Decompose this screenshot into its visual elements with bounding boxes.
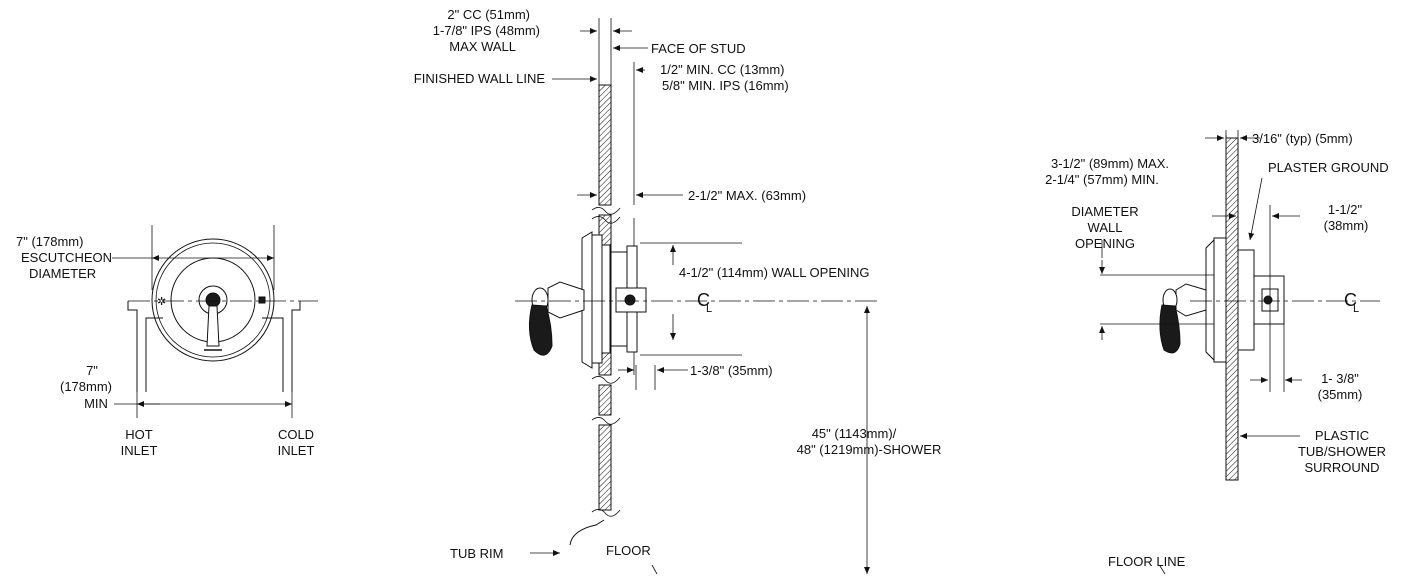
plastic-label-2: TUB/SHOWER xyxy=(1298,444,1386,459)
height-label-1: 45" (1143mm)/ xyxy=(812,426,897,441)
max-wall-label: MAX WALL xyxy=(449,39,516,54)
front-handle xyxy=(206,305,220,347)
centerline-sub-2: L xyxy=(1353,303,1359,315)
escutcheon-label-3: DIAMETER xyxy=(29,266,96,281)
face-of-stud-label: FACE OF STUD xyxy=(651,41,746,56)
hot-inlet-label-2: INLET xyxy=(121,443,158,458)
open-min-label: 2-1/4" (57mm) MIN. xyxy=(1045,172,1159,187)
centerline-symbol-2: C xyxy=(1344,290,1357,310)
cold-marker-icon xyxy=(258,296,266,304)
hot-marker-icon: ✲ xyxy=(157,296,166,308)
depth2-label-2: (35mm) xyxy=(1318,387,1363,402)
cc-max-label: 2" CC (51mm) xyxy=(447,7,530,22)
wall-opening-label: 4-1/2" (114mm) WALL OPENING xyxy=(679,265,870,280)
centerline-sub: L xyxy=(706,303,712,315)
finished-wall-label: FINISHED WALL LINE xyxy=(414,71,546,86)
escutcheon-outer xyxy=(151,238,275,362)
plastic-label-1: PLASTIC xyxy=(1315,428,1369,443)
depth2-label-1: 1- 3/8" xyxy=(1321,371,1359,386)
depth1-label-1: 1-1/2" xyxy=(1328,202,1363,217)
hot-inlet-label-1: HOT xyxy=(125,427,153,442)
escutcheon-core xyxy=(205,292,221,308)
tub-rim-label: TUB RIM xyxy=(450,546,503,561)
floor-label: FLOOR xyxy=(606,543,651,558)
min-label-1: 7" xyxy=(86,363,98,378)
ips-max-label: 1-7/8" IPS (48mm) xyxy=(433,23,540,38)
gap-label: 3/16" (typ) (5mm) xyxy=(1252,131,1353,146)
escutcheon-ring xyxy=(155,242,271,358)
floor-line-label: FLOOR LINE xyxy=(1108,554,1186,569)
small-depth-label: 1-3/8" (35mm) xyxy=(690,363,773,378)
min-cc-label: 1/2" MIN. CC (13mm) xyxy=(660,62,785,77)
side-view: 2" CC (51mm) 1-7/8" IPS (48mm) MAX WALL … xyxy=(414,7,942,575)
min-label-3: MIN xyxy=(84,396,108,411)
wall-label: WALL xyxy=(1088,220,1123,235)
escutcheon-label-1: 7" (178mm) xyxy=(16,234,83,249)
centerline-symbol: C xyxy=(697,290,710,310)
max-depth-label: 2-1/2" MAX. (63mm) xyxy=(688,188,806,203)
front-view: ✲ 7" (178mm) ESCUTCHEON DIAMETER 7" (178… xyxy=(16,225,318,458)
min-ips-label: 5/8" MIN. IPS (16mm) xyxy=(662,78,789,93)
tub-view: 3/16" (typ) (5mm) PLASTER GROUND 3-1/2" … xyxy=(1045,130,1389,575)
plaster-ground-label: PLASTER GROUND xyxy=(1268,160,1389,175)
open-max-label: 3-1/2" (89mm) MAX. xyxy=(1051,156,1169,171)
plastic-label-3: SURROUND xyxy=(1304,460,1379,475)
opening-label: OPENING xyxy=(1075,236,1135,251)
min-label-2: (178mm) xyxy=(60,379,112,394)
diameter-label: DIAMETER xyxy=(1071,204,1138,219)
depth1-label-2: (38mm) xyxy=(1324,218,1369,233)
escutcheon-label-2: ESCUTCHEON xyxy=(21,250,112,265)
cold-inlet-label-2: INLET xyxy=(278,443,315,458)
cold-inlet-label-1: COLD xyxy=(278,427,314,442)
height-label-2: 48" (1219mm)-SHOWER xyxy=(797,442,942,457)
